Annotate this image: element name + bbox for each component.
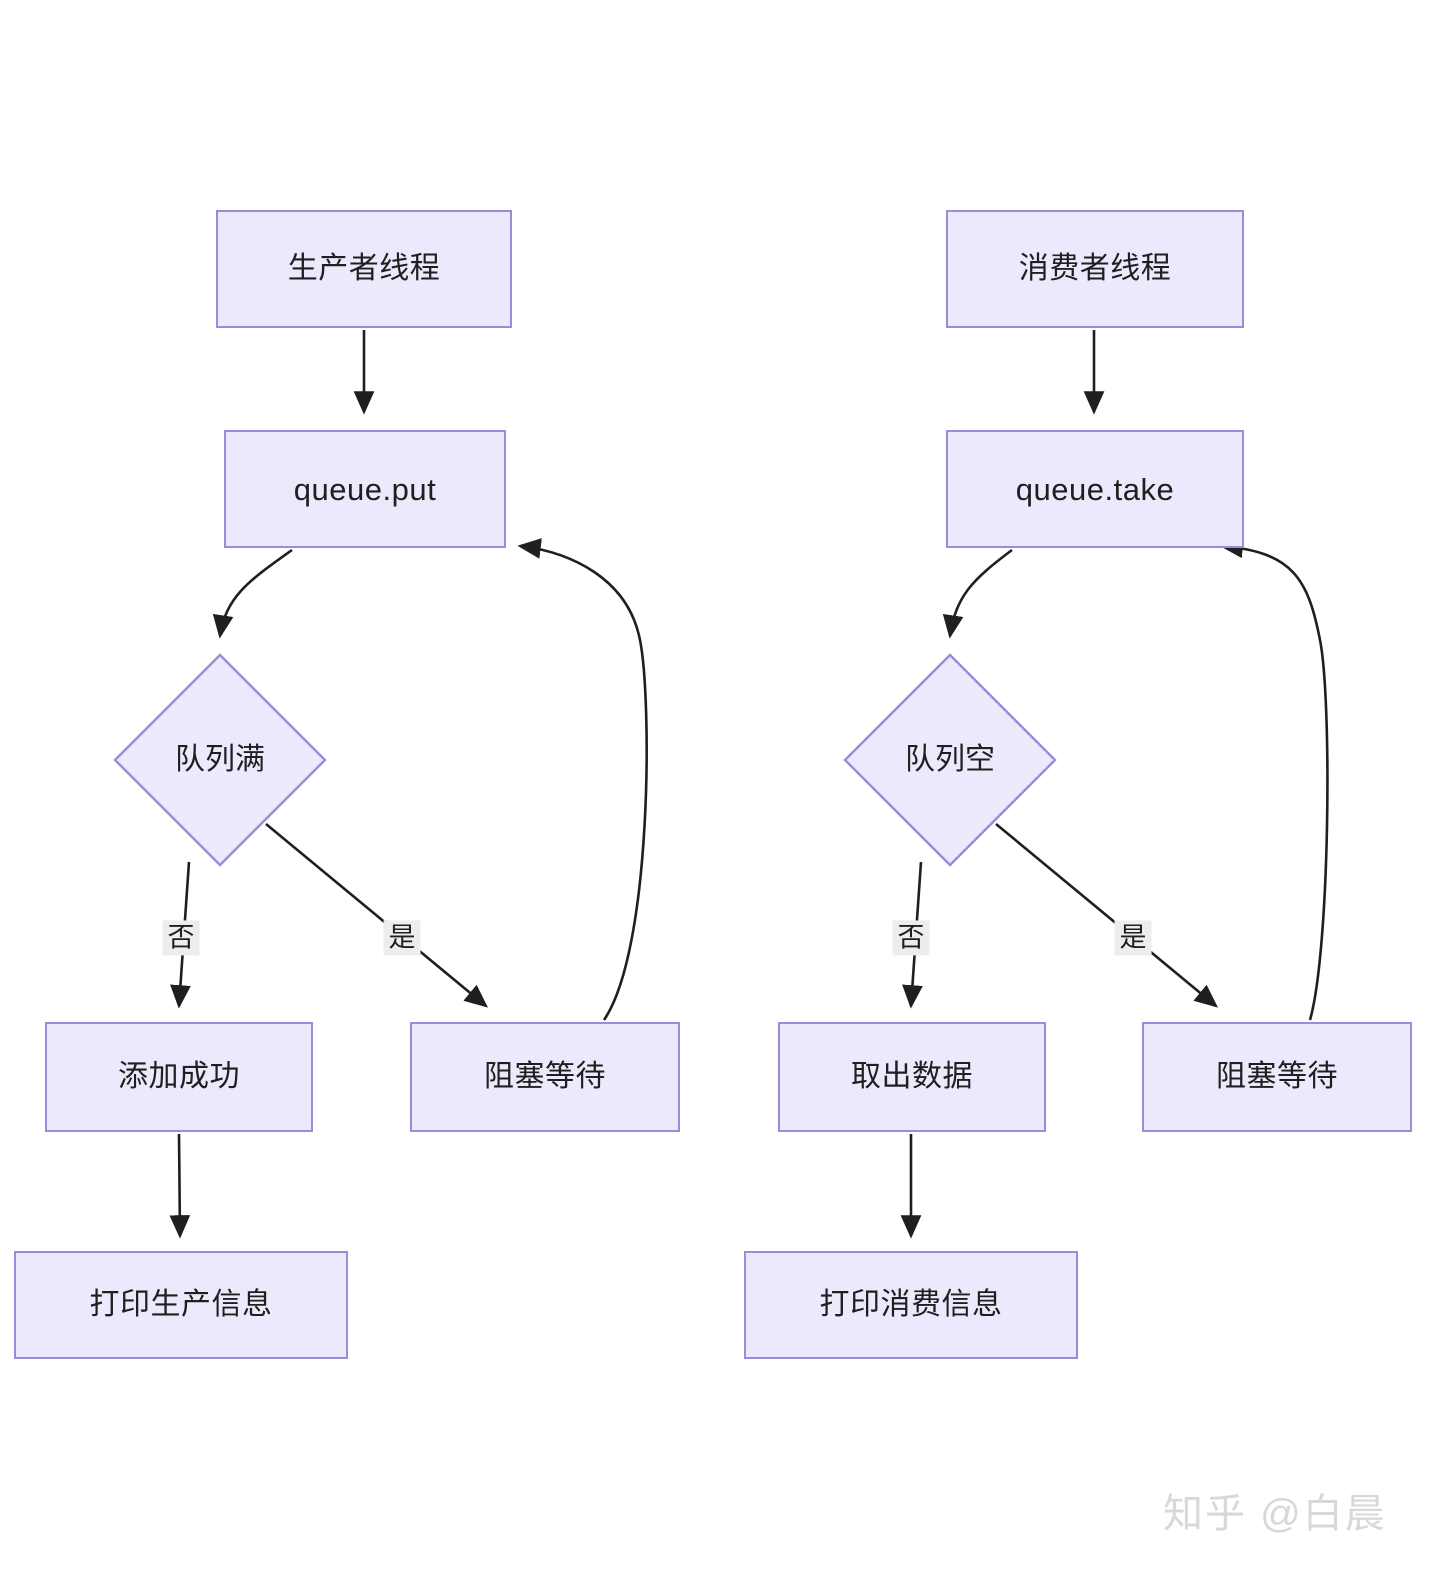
node-consumer-thread[interactable]: 消费者线程: [946, 210, 1244, 328]
edge-empty-to-blockwait: [995, 822, 1219, 1008]
node-queue-empty[interactable]: 队列空: [842, 652, 1058, 868]
node-print-consume[interactable]: 打印消费信息: [744, 1251, 1078, 1359]
node-producer-thread[interactable]: 生产者线程: [216, 210, 512, 328]
node-block-wait-left[interactable]: 阻塞等待: [410, 1022, 680, 1132]
node-block-wait-left-label: 阻塞等待: [484, 1060, 606, 1093]
node-take-data-label: 取出数据: [851, 1060, 973, 1093]
node-add-success[interactable]: 添加成功: [45, 1022, 313, 1132]
edge-label-right-yes: 是: [1114, 920, 1152, 956]
node-add-success-label: 添加成功: [118, 1060, 240, 1093]
edge-full-to-blockwait: [265, 822, 489, 1008]
node-queue-full[interactable]: 队列满: [112, 652, 328, 868]
node-print-consume-label: 打印消费信息: [819, 1288, 1003, 1321]
node-block-wait-right-label: 阻塞等待: [1216, 1060, 1338, 1093]
node-producer-thread-label: 生产者线程: [287, 252, 441, 285]
edge-label-left-yes: 是: [383, 920, 421, 956]
edge-label-right-no: 否: [892, 920, 930, 956]
node-queue-take-label: queue.take: [1015, 471, 1175, 507]
edge-take-to-empty: [942, 548, 1013, 639]
edge-put-to-full: [212, 548, 293, 639]
edge-blockwait-to-take: [1219, 537, 1329, 1021]
node-print-produce[interactable]: 打印生产信息: [14, 1251, 348, 1359]
node-consumer-thread-label: 消费者线程: [1018, 252, 1172, 285]
node-queue-put-label: queue.put: [293, 471, 437, 507]
node-queue-take[interactable]: queue.take: [946, 430, 1244, 548]
edge-success-to-print: [169, 1133, 191, 1239]
node-take-data[interactable]: 取出数据: [778, 1022, 1046, 1132]
watermark: 知乎 @白晨: [1163, 1492, 1387, 1536]
node-queue-full-label: 队列满: [175, 743, 265, 776]
diamond-shape-queue-empty: [843, 653, 1057, 867]
node-block-wait-right[interactable]: 阻塞等待: [1142, 1022, 1412, 1132]
node-print-produce-label: 打印生产信息: [89, 1288, 273, 1321]
edge-label-left-no: 否: [162, 920, 200, 956]
node-queue-empty-label: 队列空: [905, 743, 995, 776]
node-queue-put[interactable]: queue.put: [224, 430, 506, 548]
diamond-shape-queue-full: [113, 653, 327, 867]
edge-blockwait-to-put: [517, 538, 648, 1021]
